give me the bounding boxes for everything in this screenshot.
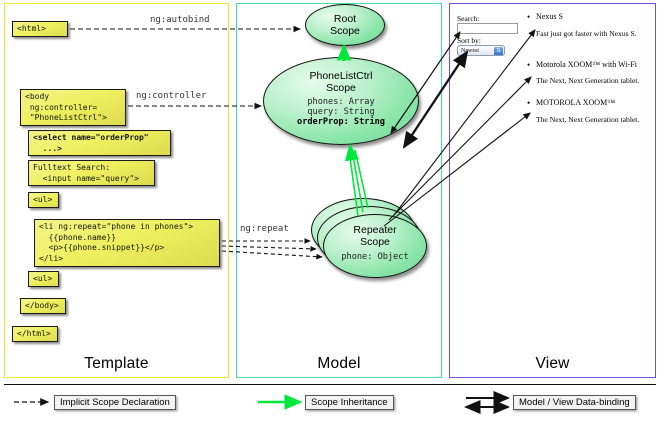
view-phone-snippet-2: The Next, Next Generation tablet. xyxy=(536,115,640,124)
legend-item-implicit-scope-declaration: Implicit Scope Declaration xyxy=(54,395,176,410)
view-phone-name-text-1: Motorola XOOM™ with Wi-Fi xyxy=(536,60,637,69)
template-box-select-orderprop: <select name="orderProp" ...> xyxy=(28,130,171,156)
view-sort-label: Sort by: xyxy=(457,36,481,45)
phonelistctrl-scope-ellipse: PhoneListCtrl Scope phones: Array query:… xyxy=(263,57,419,145)
list-bullet-icon: • xyxy=(527,97,531,108)
legend-divider xyxy=(4,384,656,385)
phonelistctrl-scope-title-line2: Scope xyxy=(326,82,356,94)
edge-label-repeat: ng:repeat xyxy=(240,224,289,234)
edge-label-controller: ng:controller xyxy=(136,91,207,101)
phonelistctrl-prop-phones: phones: Array xyxy=(307,97,375,107)
repeater-scope-title-line1: Repeater xyxy=(353,224,397,236)
column-label-template: Template xyxy=(84,355,149,372)
search-input[interactable] xyxy=(457,23,518,34)
view-phone-name-2: • MOTOROLA XOOM™ xyxy=(527,98,616,107)
view-phone-name-0: • Nexus S xyxy=(527,12,563,21)
column-label-view: View xyxy=(535,355,570,372)
view-phone-name-text-0: Nexus S xyxy=(536,12,563,21)
legend-item-scope-inheritance: Scope Inheritance xyxy=(305,395,394,410)
list-bullet-icon: • xyxy=(527,59,531,70)
view-phone-name-text-2: MOTOROLA XOOM™ xyxy=(536,98,616,107)
repeater-scope-ellipse: Repeater Scope phone: Object xyxy=(323,214,427,278)
template-box-html-close: </html> xyxy=(12,326,58,342)
template-box-li-repeat: <li ng:repeat="phone in phones"> {{phone… xyxy=(34,219,220,267)
root-scope-ellipse: Root Scope xyxy=(305,4,385,46)
sort-by-selected-value: Newest xyxy=(461,48,479,54)
template-box-body-close: </body> xyxy=(20,298,66,314)
repeater-scope-title-line2: Scope xyxy=(360,236,390,248)
list-bullet-icon: • xyxy=(527,11,531,22)
column-template: Template xyxy=(4,3,229,378)
template-box-body-controller: <body ng:controller= "PhoneListCtrl"> xyxy=(20,89,126,126)
phonelistctrl-prop-orderprop: orderProp: String xyxy=(297,117,385,127)
root-scope-title-line1: Root xyxy=(333,13,357,25)
view-phone-name-1: • Motorola XOOM™ with Wi-Fi xyxy=(527,60,637,69)
view-phone-snippet-0: Fast just got faster with Nexus S. xyxy=(536,29,637,38)
view-phone-snippet-1: The Next, Next Generation tablet. xyxy=(536,76,640,85)
edge-label-autobind: ng:autobind xyxy=(150,15,210,25)
view-search-label: Search: xyxy=(457,14,480,23)
template-box-ul-close: <ul> xyxy=(28,271,59,287)
template-box-ul-open: <ul> xyxy=(28,192,59,208)
template-box-html-open: <html> xyxy=(12,21,68,37)
chevron-updown-icon: ⇅ xyxy=(494,47,503,55)
template-box-fulltext-search: Fulltext Search: <input name="query"> xyxy=(28,160,155,186)
legend-item-model-view-data-binding: Model / View Data-binding xyxy=(513,395,636,410)
column-label-model: Model xyxy=(317,355,361,372)
repeater-prop-phone: phone: Object xyxy=(341,252,409,262)
sort-by-select[interactable]: Newest ⇅ xyxy=(457,45,505,56)
root-scope-title-line2: Scope xyxy=(330,25,360,37)
phonelistctrl-scope-title-line1: PhoneListCtrl xyxy=(309,70,373,82)
phonelistctrl-prop-query: query: String xyxy=(307,107,375,117)
